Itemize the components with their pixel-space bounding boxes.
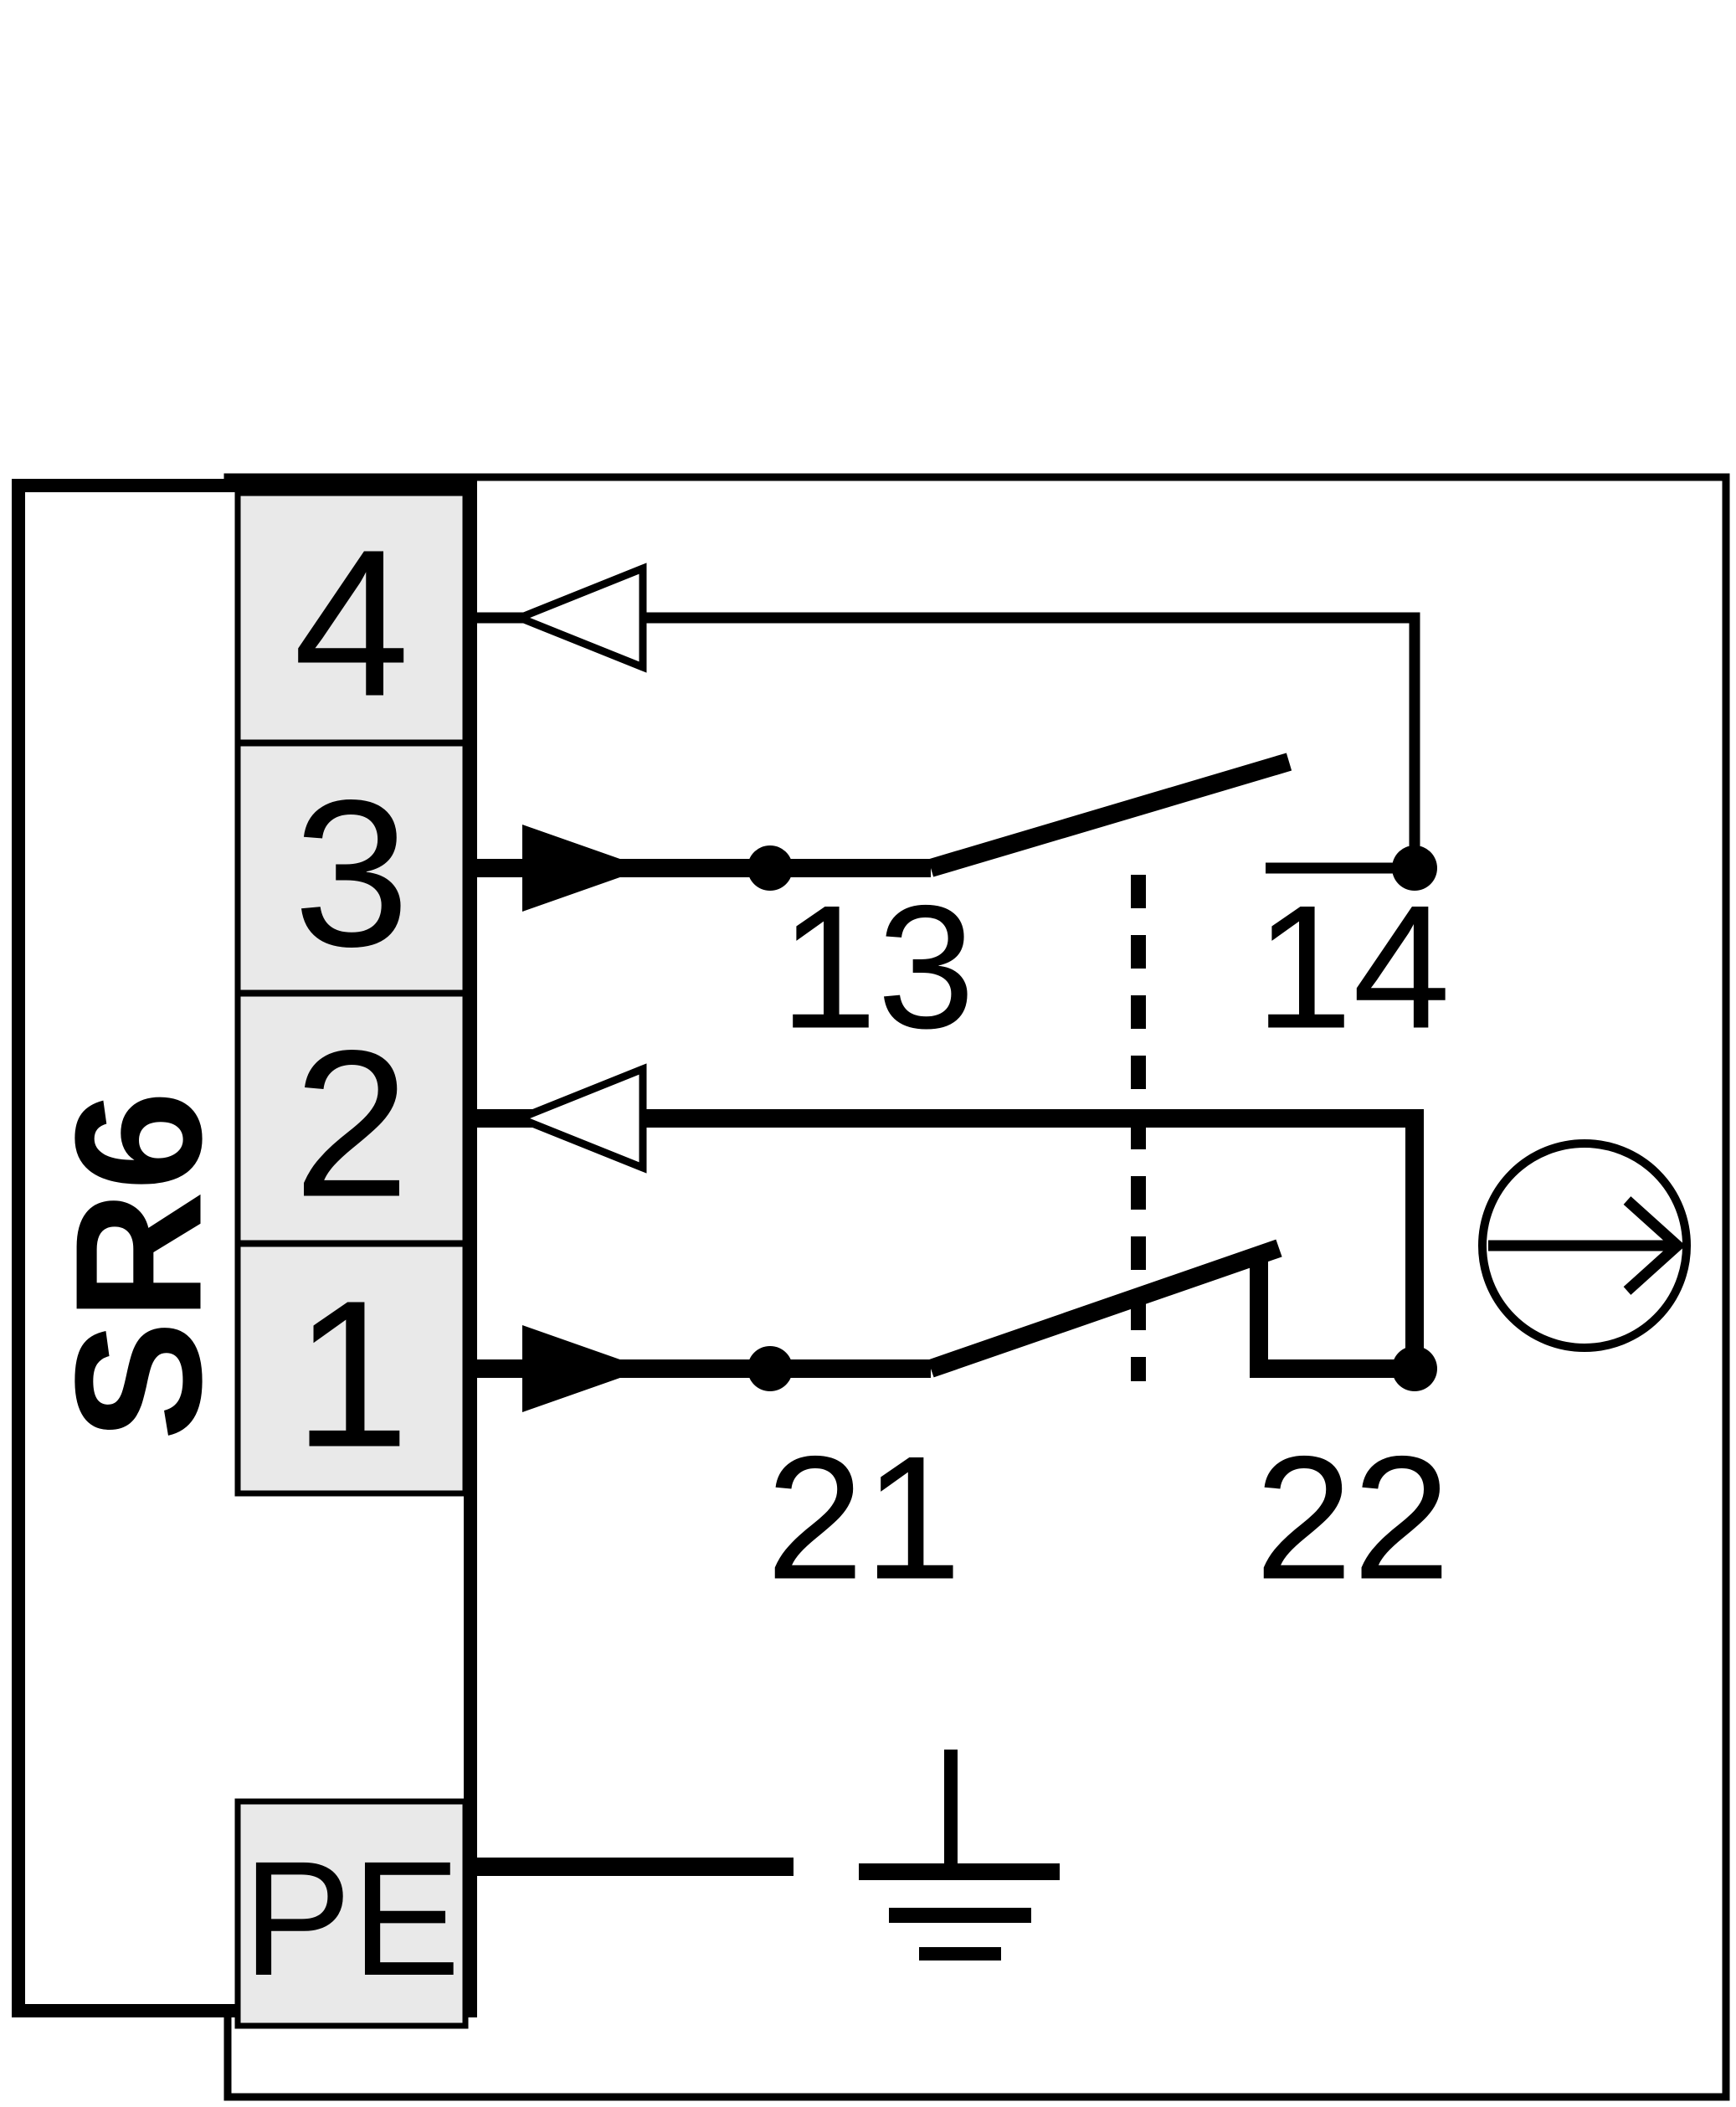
contact14-dot bbox=[1392, 845, 1437, 891]
contact22-fixed-hook bbox=[1250, 1257, 1415, 1378]
no-contact-blade bbox=[927, 753, 1292, 877]
terminal4-output-arrow-icon bbox=[509, 563, 647, 673]
contact22-dot bbox=[1392, 1346, 1437, 1391]
terminal-box-pe bbox=[234, 1798, 469, 2029]
terminal-box-3 bbox=[234, 740, 469, 996]
wire-terminal4-to-contact14 bbox=[469, 612, 1420, 868]
terminal-label-4: 4 bbox=[293, 506, 409, 740]
contact13-dot bbox=[747, 845, 793, 891]
terminal-label-3: 3 bbox=[293, 757, 409, 990]
terminal2-output-arrow-icon bbox=[509, 1063, 647, 1174]
contact-label-13: 13 bbox=[779, 869, 975, 1066]
contact-label-21: 21 bbox=[766, 1420, 962, 1616]
nc-contact-blade bbox=[927, 1239, 1282, 1378]
contact-label-14: 14 bbox=[1255, 869, 1451, 1066]
contact-label-22: 22 bbox=[1255, 1420, 1451, 1616]
actuation-direction-icon bbox=[1478, 1139, 1691, 1352]
terminal-box-2 bbox=[234, 990, 469, 1246]
terminal1-input-arrow-icon bbox=[522, 1325, 646, 1412]
contact21-dot bbox=[747, 1346, 793, 1391]
terminal-label-2: 2 bbox=[293, 1007, 409, 1241]
actuation-arrow-head bbox=[1623, 1196, 1686, 1295]
device-label: SR6 bbox=[38, 1091, 239, 1441]
terminal-label-1: 1 bbox=[293, 1257, 409, 1491]
terminal3-input-arrow-icon bbox=[522, 825, 646, 912]
terminal-box-1 bbox=[234, 1241, 469, 1497]
wire-terminal2-to-contact22 bbox=[469, 1109, 1424, 1369]
terminal-label-pe: PE bbox=[243, 1827, 460, 2010]
actuation-circle bbox=[1478, 1139, 1691, 1352]
earth-ground-icon bbox=[859, 1750, 1060, 1961]
